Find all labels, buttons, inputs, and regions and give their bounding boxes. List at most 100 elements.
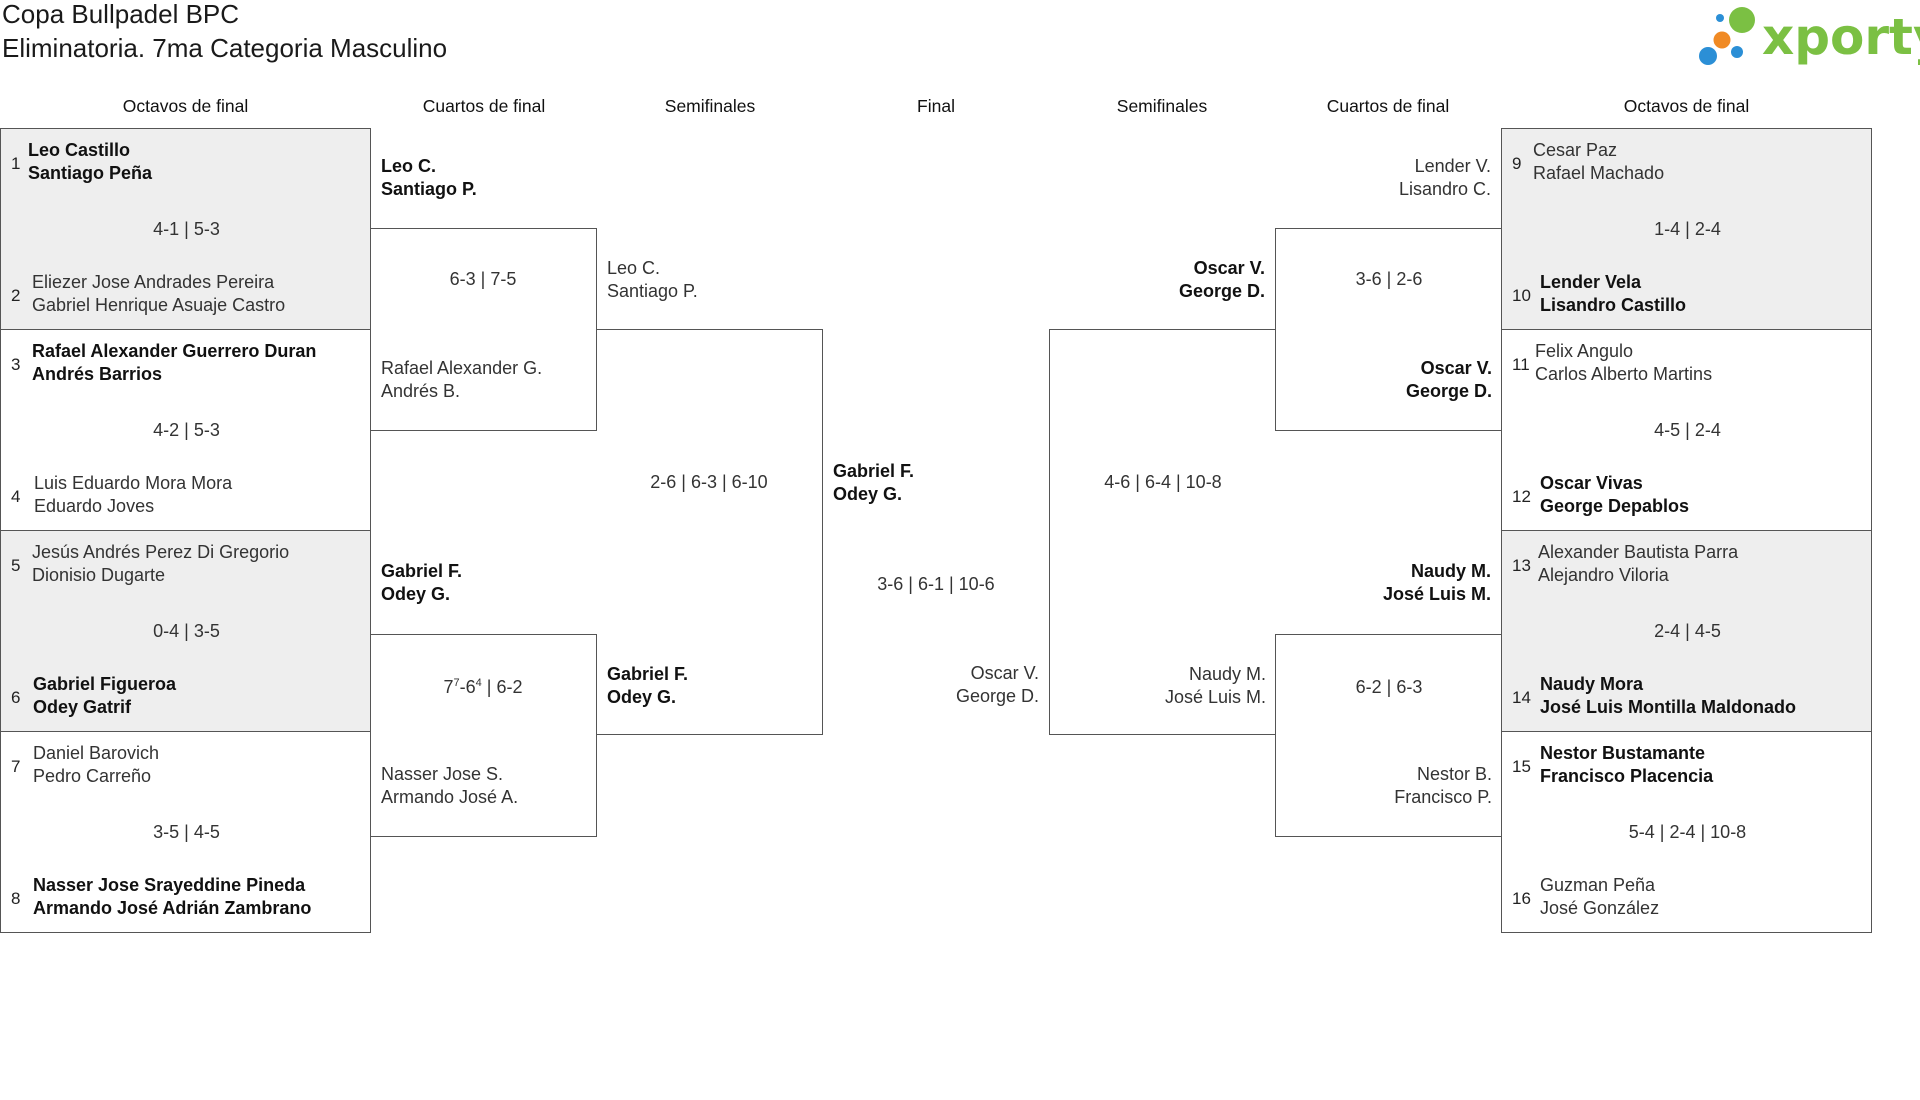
- qf-left-2-team-b: Nasser Jose S. Armando José A.: [381, 763, 518, 809]
- seed-number: 11: [1512, 355, 1530, 374]
- team-b: Eliezer Jose Andrades Pereira Gabriel He…: [32, 271, 285, 317]
- final-team-b: Oscar V. George D.: [823, 662, 1039, 708]
- match-score: 2-6 | 6-3 | 6-10: [650, 472, 768, 492]
- match-score: 6-3 | 7-5: [449, 269, 517, 289]
- player-name: Rafael Alexander Guerrero Duran: [32, 341, 317, 361]
- logo-wordmark: xporty: [1762, 8, 1920, 66]
- tiebreak-score: 4: [475, 677, 482, 689]
- team-b: Gabriel Figueroa Odey Gatrif: [33, 673, 176, 719]
- match-score: 5-4 | 2-4 | 10-8: [1628, 822, 1747, 842]
- team-a: Felix Angulo Carlos Alberto Martins: [1535, 340, 1712, 386]
- player-name: Andrés Barrios: [32, 364, 163, 384]
- player-name: Cesar Paz: [1533, 140, 1618, 160]
- tiebreak-score: 7: [453, 677, 460, 689]
- team-a: Leo Castillo Santiago Peña: [28, 139, 152, 185]
- match-score: 0-4 | 3-5: [153, 621, 220, 641]
- player-name: Jesús Andrés Perez Di Gregorio: [32, 542, 290, 562]
- header-right-sf: Semifinales: [1116, 96, 1208, 116]
- player-name: José González: [1540, 898, 1660, 918]
- match-r16-left-2: 3 Rafael Alexander Guerrero Duran Andrés…: [0, 329, 371, 531]
- team-a: Jesús Andrés Perez Di Gregorio Dionisio …: [32, 541, 289, 587]
- player-name: Oscar V.: [970, 663, 1039, 683]
- qf-right-2-team-a: Naudy M. José Luis M.: [1275, 560, 1491, 606]
- player-name: Eduardo Joves: [34, 496, 155, 516]
- match-score: 3-6 | 2-6: [1355, 269, 1423, 289]
- match-score: 6-2 | 6-3: [1355, 677, 1423, 697]
- player-name: Carlos Alberto Martins: [1535, 364, 1713, 384]
- player-name: Nestor B.: [1416, 764, 1492, 784]
- score-part: 7: [443, 677, 454, 697]
- team-b: Lender Vela Lisandro Castillo: [1540, 271, 1686, 317]
- qf-right-1-team-a: Lender V. Lisandro C.: [1275, 155, 1491, 201]
- header-left-r16: Octavos de final: [122, 96, 249, 116]
- team-b: Guzman Peña José González: [1540, 874, 1659, 920]
- team-b: Nasser Jose Srayeddine Pineda Armando Jo…: [33, 874, 311, 920]
- player-name: George Depablos: [1540, 496, 1690, 516]
- team-a: Rafael Alexander Guerrero Duran Andrés B…: [32, 340, 316, 386]
- sf-right-team-b: Naudy M. José Luis M.: [1050, 663, 1266, 709]
- player-name: Lisandro Castillo: [1540, 295, 1687, 315]
- seed-number: 13: [1512, 556, 1531, 575]
- match-score: 1-4 | 2-4: [1654, 219, 1721, 239]
- sf-left-team-b: Gabriel F. Odey G.: [607, 663, 688, 709]
- player-name: Gabriel F.: [381, 561, 463, 581]
- player-name: Oscar Vivas: [1540, 473, 1643, 493]
- player-name: Lender Vela: [1540, 272, 1642, 292]
- player-name: Alexander Bautista Parra: [1538, 542, 1739, 562]
- header-left-qf: Cuartos de final: [422, 96, 546, 116]
- match-qf-left-2: 77-64 | 6-2 Nasser Jose S. Armando José …: [370, 634, 597, 837]
- player-name: José Luis Montilla Maldonado: [1540, 697, 1797, 717]
- player-name: Odey G.: [833, 484, 903, 504]
- match-r16-right-4: 15 Nestor Bustamante Francisco Placencia…: [1501, 731, 1872, 933]
- player-name: Leo C.: [607, 258, 661, 278]
- match-r16-right-1: 9 Cesar Paz Rafael Machado 1-4 | 2-4 10 …: [1501, 128, 1872, 330]
- team-b: Luis Eduardo Mora Mora Eduardo Joves: [34, 472, 232, 518]
- player-name: Felix Angulo: [1535, 341, 1634, 361]
- player-name: Gabriel F.: [833, 461, 915, 481]
- seed-number: 9: [1512, 154, 1522, 173]
- match-r16-right-2: 11 Felix Angulo Carlos Alberto Martins 4…: [1501, 329, 1872, 531]
- player-name: George D.: [955, 686, 1039, 706]
- match-r16-left-4: 7 Daniel Barovich Pedro Carreño 3-5 | 4-…: [0, 731, 371, 933]
- player-name: Francisco P.: [1394, 787, 1492, 807]
- match-sf-left: 2-6 | 6-3 | 6-10 Gabriel F. Odey G.: [596, 329, 823, 735]
- match-qf-right-1: 3-6 | 2-6 Oscar V. George D.: [1275, 228, 1502, 431]
- match-r16-left-1: 1 Leo Castillo Santiago Peña 4-1 | 5-3 2…: [0, 128, 371, 330]
- match-score: 4-1 | 5-3: [153, 219, 220, 239]
- seed-number: 12: [1512, 487, 1531, 506]
- player-name: Francisco Placencia: [1540, 766, 1714, 786]
- player-name: Oscar V.: [1420, 358, 1492, 378]
- sf-right-team-a: Oscar V. George D.: [1049, 257, 1265, 303]
- logo-dots-icon: [1699, 7, 1755, 65]
- seed-number: 16: [1512, 889, 1531, 908]
- player-name: Guzman Peña: [1540, 875, 1656, 895]
- player-name: Santiago Peña: [28, 163, 153, 183]
- player-name: Naudy M.: [1410, 561, 1491, 581]
- player-name: Pedro Carreño: [33, 766, 152, 786]
- seed-number: 15: [1512, 757, 1531, 776]
- match-qf-left-1: 6-3 | 7-5 Rafael Alexander G. Andrés B.: [370, 228, 597, 431]
- match-score: 4-5 | 2-4: [1654, 420, 1721, 440]
- player-name: Gabriel F.: [607, 664, 689, 684]
- player-name: Nasser Jose Srayeddine Pineda: [33, 875, 306, 895]
- player-name: George D.: [1405, 381, 1492, 401]
- seed-number: 3: [11, 355, 21, 374]
- seed-number: 4: [11, 487, 21, 506]
- match-score: 77-64 | 6-2: [370, 677, 596, 698]
- score-part: -6: [459, 677, 476, 697]
- player-name: Gabriel Henrique Asuaje Castro: [32, 295, 286, 315]
- match-r16-left-3: 5 Jesús Andrés Perez Di Gregorio Dionisi…: [0, 530, 371, 732]
- match-score: 2-4 | 4-5: [1654, 621, 1721, 641]
- player-name: Oscar V.: [1193, 258, 1265, 278]
- seed-number: 1: [11, 154, 21, 173]
- qf-left-1-team-b: Rafael Alexander G. Andrés B.: [381, 357, 542, 403]
- player-name: Odey G.: [381, 584, 451, 604]
- player-name: Luis Eduardo Mora Mora: [34, 473, 233, 493]
- seed-number: 5: [11, 556, 21, 575]
- player-name: Alejandro Viloria: [1538, 565, 1669, 585]
- qf-left-1-team-a: Leo C. Santiago P.: [381, 155, 477, 201]
- player-name: Santiago P.: [381, 179, 477, 199]
- player-name: George D.: [1178, 281, 1265, 301]
- player-name: Nasser Jose S.: [381, 764, 504, 784]
- header-final: Final: [917, 96, 955, 116]
